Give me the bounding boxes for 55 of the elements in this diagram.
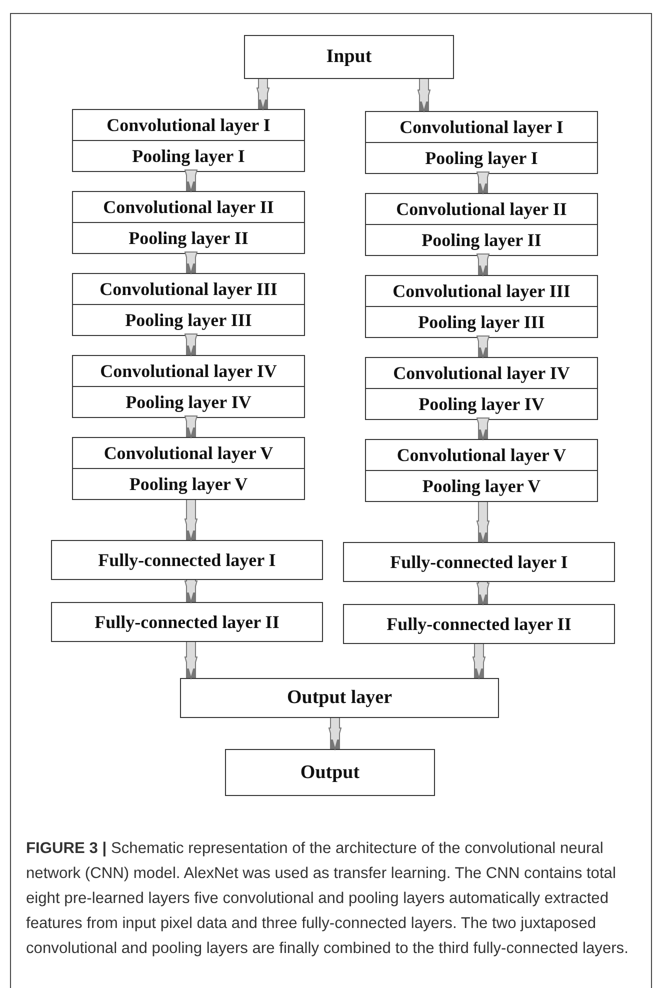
- layer-box: [225, 749, 435, 796]
- layer-box: [72, 222, 305, 254]
- layer-box: [72, 140, 305, 172]
- layer-label: Convolutional layer II: [396, 198, 567, 220]
- layer-box: [51, 602, 323, 642]
- layer-box: [365, 275, 598, 307]
- layer-box: [365, 439, 598, 471]
- layer-label: Convolutional layer V: [396, 444, 566, 466]
- layer-box: [365, 111, 598, 143]
- layer-box: [72, 109, 305, 141]
- layer-box: [365, 388, 598, 420]
- layer-box: [72, 468, 305, 500]
- layer-box: [72, 437, 305, 469]
- layer-box: [51, 540, 323, 580]
- layer-label: Convolutional layer I: [400, 116, 564, 138]
- layer-label: Fully-connected layer II: [386, 614, 572, 634]
- layer-label: Convolutional layer I: [106, 114, 270, 136]
- layer-label: Output layer: [286, 687, 392, 709]
- layer-box: [365, 357, 598, 389]
- layer-box: [365, 306, 598, 338]
- layer-label: Input: [326, 46, 372, 68]
- layer-label: Pooling layer V: [129, 474, 248, 494]
- layer-label: Fully-connected layer I: [98, 550, 276, 570]
- layer-box: [244, 35, 454, 79]
- layer-box: [365, 142, 598, 174]
- layer-label: Pooling layer III: [125, 310, 252, 330]
- layer-box: [343, 604, 615, 644]
- layer-box: [72, 386, 305, 418]
- layer-label: Convolutional layer IV: [100, 360, 277, 382]
- layer-label: Convolutional layer II: [103, 196, 274, 218]
- layer-box: [72, 273, 305, 305]
- figure-caption: FIGURE 3 | Schematic representation of the architecture of the convolutional neural network (CNN) model. AlexNet was used as transfer learning. The CNN contains total eight pre-learned layers five convolutional and pooling layers automatically extracted features from input pixel data and three fully-connected layers. The two juxtaposed convolutional and pooling layers are finally combined to the third fully-connected layers.: [26, 839, 630, 959]
- layer-box: [365, 470, 598, 502]
- layer-box: [365, 224, 598, 256]
- layer-label: Convolutional layer V: [104, 442, 274, 464]
- layer-label: Output: [300, 762, 360, 784]
- layer-label: Pooling layer II: [128, 228, 248, 248]
- layer-label: Pooling layer I: [425, 148, 538, 168]
- layer-label: Convolutional layer III: [100, 278, 278, 300]
- layer-box: [365, 193, 598, 225]
- layer-box: [72, 191, 305, 223]
- layer-label: Convolutional layer III: [392, 280, 570, 302]
- layer-label: Pooling layer V: [422, 476, 541, 496]
- layer-label: Pooling layer III: [418, 312, 545, 332]
- layer-label: Fully-connected layer I: [390, 552, 568, 572]
- layer-label: Pooling layer I: [132, 146, 245, 166]
- layer-box: [180, 678, 499, 718]
- layer-label: Convolutional layer IV: [393, 362, 570, 384]
- layer-box: [343, 542, 615, 582]
- layer-label: Pooling layer IV: [126, 392, 252, 412]
- layer-label: Pooling layer IV: [418, 394, 544, 414]
- layer-box: [72, 355, 305, 387]
- layer-label: Pooling layer II: [422, 230, 542, 250]
- layer-label: Fully-connected layer II: [94, 612, 280, 632]
- layer-box: [72, 304, 305, 336]
